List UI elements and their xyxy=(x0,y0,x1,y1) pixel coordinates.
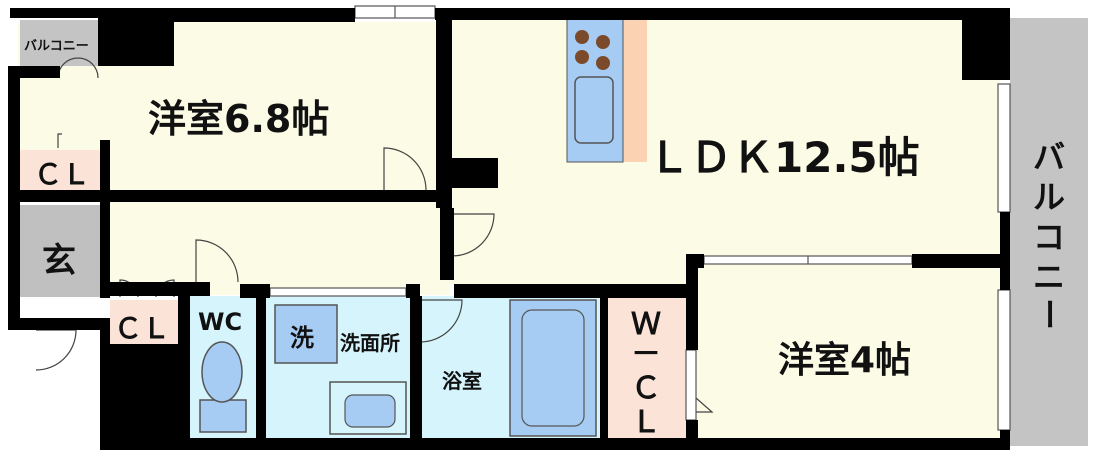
entrance-label: 玄 xyxy=(42,241,76,281)
closet-lower-label: ＣＬ xyxy=(114,312,170,345)
western-room-small-label: 洋室4帖 xyxy=(778,340,911,381)
balcony-small-floor xyxy=(20,20,100,66)
stove-burner-icon xyxy=(575,30,589,44)
entrance-floor xyxy=(18,205,104,297)
stove-burner-icon xyxy=(596,35,610,49)
stove-burner-icon xyxy=(596,56,610,70)
balcony-large-label-char: コ xyxy=(1033,218,1065,256)
washing-machine-label: 洗 xyxy=(290,324,314,352)
bathtub-inner-icon xyxy=(521,309,585,427)
toilet-tank-icon xyxy=(199,399,247,433)
ldk-floor xyxy=(450,18,1000,284)
door-swing-icon xyxy=(451,213,495,257)
door-swing-icon xyxy=(35,329,77,371)
window-icon xyxy=(997,83,1011,213)
balcony-large-label-char: ル xyxy=(1033,178,1065,216)
balcony-large-label-char: ー xyxy=(1030,298,1068,330)
floor-areas xyxy=(18,18,1088,446)
walk-in-closet-label-char: Ｌ xyxy=(631,405,661,440)
closet-lower-floor xyxy=(110,300,178,344)
door-swing-icon xyxy=(57,133,62,148)
door-swing-icon xyxy=(419,299,463,343)
fixtures xyxy=(199,17,647,437)
wash-basin-bowl-icon xyxy=(344,394,396,428)
labels: 洋室6.8帖 ＬＤＫ12.5帖 洋室4帖 玄 WC 洗面所 洗 浴室 ＣＬ ＣＬ… xyxy=(24,39,1068,440)
toilet-bowl-icon xyxy=(201,341,243,403)
closet-upper-floor xyxy=(18,150,104,190)
walls xyxy=(8,8,1010,450)
door-swing-icon xyxy=(383,147,427,191)
western-room-large-label: 洋室6.8帖 xyxy=(148,97,329,141)
door-swing-icon xyxy=(695,397,714,413)
hallway-floor xyxy=(104,200,450,295)
washing-machine-icon xyxy=(274,304,338,364)
stove-burner-icon xyxy=(575,50,589,64)
bathroom-label: 浴室 xyxy=(442,369,482,393)
door-swing-icon xyxy=(195,239,239,283)
walk-in-closet-label-char: Ｃ xyxy=(631,371,661,406)
balcony-large-label-char: ニ xyxy=(1033,258,1065,296)
window-icon xyxy=(997,289,1011,431)
ldk-label: ＬＤＫ12.5帖 xyxy=(648,133,920,182)
western-room-small-floor xyxy=(696,266,1000,438)
balcony-small-label: バルコニー xyxy=(24,39,89,54)
balcony-large-floor xyxy=(1010,18,1088,446)
toilet-label: WC xyxy=(198,308,242,336)
closet-upper-label: ＣＬ xyxy=(34,158,90,191)
walk-in-closet-label-char: Ｗ xyxy=(631,307,661,342)
sliding-door-icon xyxy=(685,349,697,421)
walk-in-closet-label-char: － xyxy=(631,337,661,372)
balcony-large-label-char: バ xyxy=(1033,138,1065,176)
washroom-label: 洗面所 xyxy=(340,331,400,355)
sliding-door-icon xyxy=(269,287,407,297)
walk-in-closet-floor xyxy=(606,296,686,438)
kitchen-sink-icon xyxy=(574,76,614,144)
